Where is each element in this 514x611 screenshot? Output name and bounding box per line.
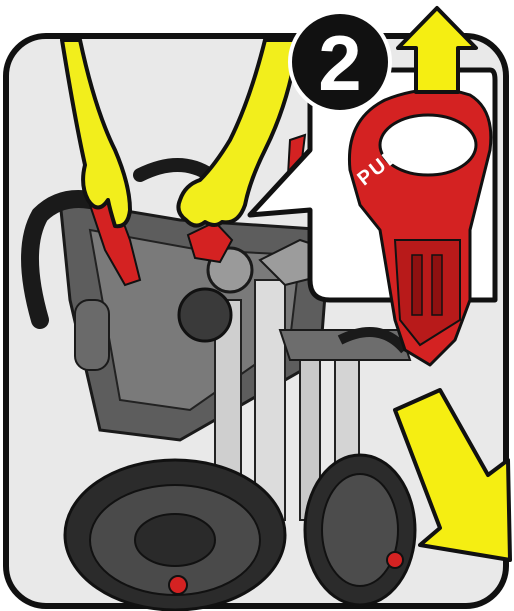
wheel-red-hub <box>169 576 187 594</box>
rear-wheel-right <box>305 455 415 605</box>
step-number: 2 <box>318 19 361 107</box>
rear-wheel-left <box>65 460 285 610</box>
step-badge: 2 <box>290 12 390 112</box>
